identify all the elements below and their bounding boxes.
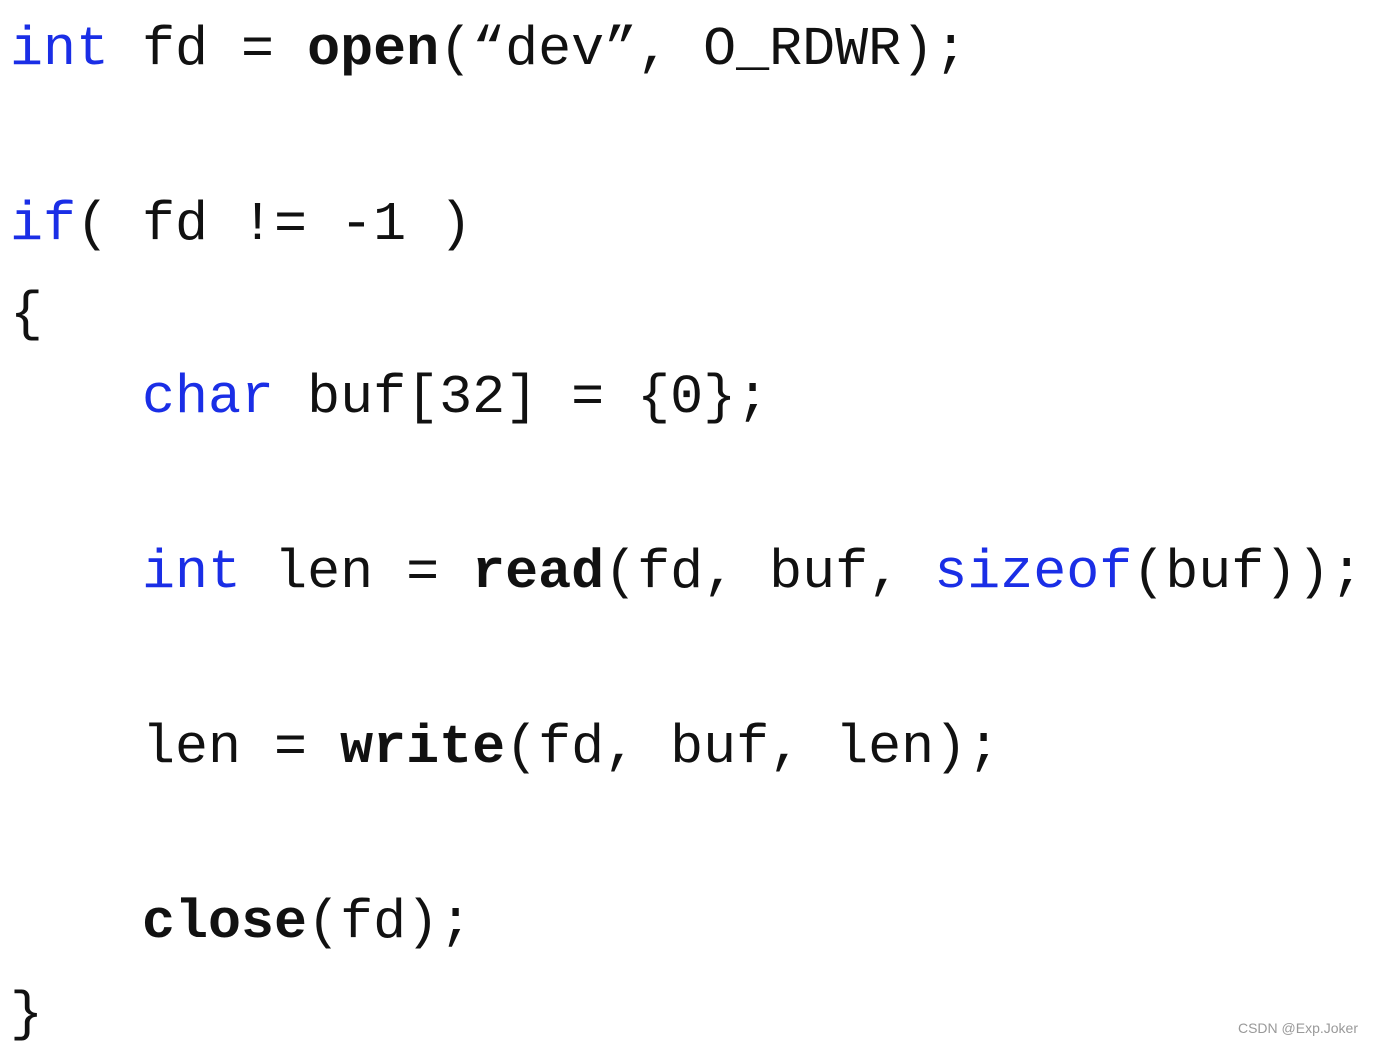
function-token: close <box>142 891 308 954</box>
code-token: buf[32] = {0}; <box>274 366 770 429</box>
code-token <box>10 366 142 429</box>
code-line: { <box>10 287 43 342</box>
code-line: len = write(fd, buf, len); <box>10 720 1000 775</box>
code-line: } <box>10 987 43 1042</box>
code-token <box>10 541 142 604</box>
keyword-token: char <box>142 366 275 429</box>
keyword-token: int <box>10 18 110 81</box>
function-token: open <box>307 18 440 81</box>
function-token: read <box>472 541 605 604</box>
code-token: ( fd != -1 ) <box>76 193 473 256</box>
code-line: int len = read(fd, buf, sizeof(buf)); <box>10 545 1363 600</box>
keyword-token: sizeof <box>934 541 1133 604</box>
code-token: (buf)); <box>1132 541 1364 604</box>
function-token: write <box>340 716 506 779</box>
code-token: (fd); <box>307 891 473 954</box>
keyword-token: int <box>142 541 242 604</box>
code-token: } <box>10 983 44 1046</box>
code-token: (fd, buf, <box>604 541 935 604</box>
code-line: if( fd != -1 ) <box>10 197 472 252</box>
code-token: len = <box>241 541 473 604</box>
watermark: CSDN @Exp.Joker <box>1237 1020 1358 1036</box>
code-token: (“dev”, O_RDWR); <box>439 18 968 81</box>
code-line: char buf[32] = {0}; <box>10 370 769 425</box>
code-token: { <box>10 283 44 346</box>
code-token: len = <box>10 716 341 779</box>
keyword-token: if <box>10 193 77 256</box>
code-token <box>10 891 142 954</box>
code-line: int fd = open(“dev”, O_RDWR); <box>10 22 967 77</box>
code-line: close(fd); <box>10 895 472 950</box>
code-token: fd = <box>109 18 308 81</box>
code-token: (fd, buf, len); <box>505 716 1001 779</box>
